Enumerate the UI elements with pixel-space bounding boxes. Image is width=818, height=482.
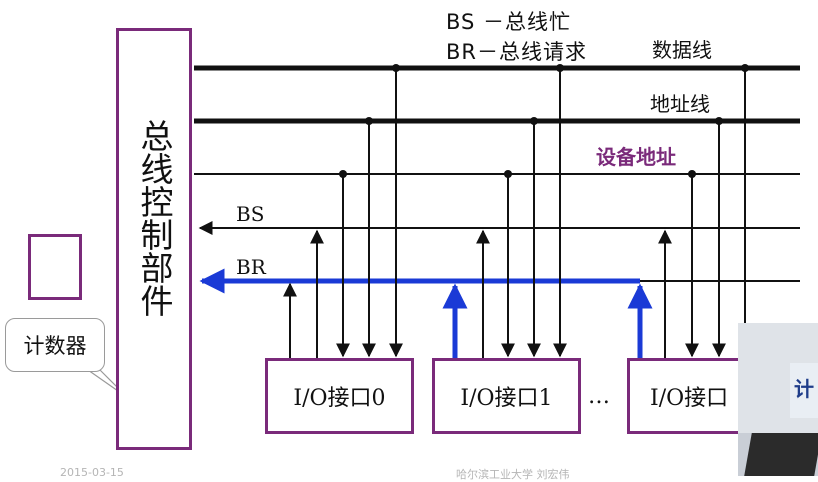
- io0-addr-dot: [365, 117, 373, 125]
- device-address-label: 设备地址: [596, 145, 676, 169]
- data-line-label: 数据线: [652, 38, 712, 62]
- ion-data-dot: [741, 64, 749, 72]
- io0-dev-dot: [339, 170, 347, 178]
- footer-author: 哈尔滨工业大学 刘宏伟: [456, 468, 570, 481]
- io1-dev-dot: [504, 170, 512, 178]
- address-line-label: 地址线: [650, 92, 710, 116]
- io-interface-0: I/O接口0: [265, 358, 414, 434]
- webcam-laptop: [744, 433, 818, 476]
- legend-bs: BS －总线忙: [446, 10, 572, 34]
- io1-data-dot: [556, 64, 564, 72]
- io0-data-dot: [392, 64, 400, 72]
- io-interface-1: I/O接口1: [432, 358, 581, 434]
- ion-addr-dot: [715, 117, 723, 125]
- bus-controller-box: 总线控制部件: [116, 28, 192, 450]
- io-interface-1-label: I/O接口1: [460, 386, 553, 411]
- io1-addr-dot: [530, 117, 538, 125]
- legend-br: BR－总线请求: [446, 40, 587, 64]
- io-interface-n-label: I/O接口: [650, 386, 729, 411]
- ion-dev-dot: [688, 170, 696, 178]
- bs-line-label: BS: [236, 202, 265, 226]
- webcam-banner-text: 计: [794, 377, 814, 401]
- counter-callout-label: 计数器: [23, 334, 87, 358]
- webcam-banner: [790, 363, 818, 418]
- webcam-overlay: 计: [738, 323, 818, 476]
- counter-callout: 计数器: [5, 318, 105, 372]
- bus-controller-title: 总线控制部件: [135, 119, 174, 317]
- br-line-label: BR: [236, 255, 266, 279]
- io-interface-n: I/O接口: [627, 358, 747, 434]
- footer-date: 2015-03-15: [60, 466, 124, 479]
- interfaces-ellipsis: …: [588, 384, 612, 409]
- counter-box: [28, 234, 82, 300]
- io-interface-0-label: I/O接口0: [293, 386, 386, 411]
